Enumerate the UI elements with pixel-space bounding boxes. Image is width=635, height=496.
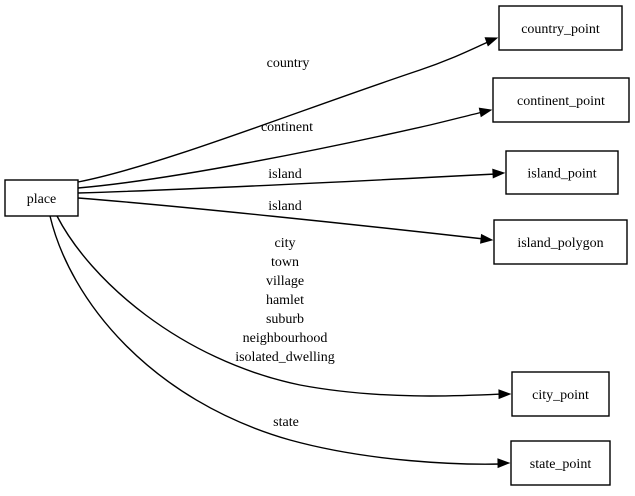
- edge-label: neighbourhood: [243, 331, 328, 346]
- edge-label-group-place-island_polygon: island: [268, 199, 301, 214]
- edge-line: [77, 197, 485, 240]
- edge-label: city: [275, 236, 296, 251]
- edge-line: [77, 173, 497, 194]
- arrowhead-icon: [497, 458, 511, 469]
- node-label: state_point: [530, 457, 592, 472]
- node-label: place: [27, 192, 57, 207]
- edge-label: country: [267, 56, 310, 71]
- edge-place-island_point[interactable]: [77, 168, 506, 194]
- node-island_point[interactable]: island_point: [505, 150, 619, 195]
- edge-line: [56, 215, 503, 397]
- edge-label-group-place-continent_point: continent: [261, 120, 313, 135]
- nodes-layer: place country_point continent_point island_…: [4, 5, 630, 486]
- node-box: [492, 77, 630, 123]
- edge-label: isolated_dwelling: [235, 350, 335, 365]
- edge-label: hamlet: [266, 293, 304, 308]
- edge-label: suburb: [266, 312, 304, 327]
- arrowhead-icon: [492, 168, 506, 179]
- node-country_point[interactable]: country_point: [498, 5, 623, 51]
- edges-layer: [49, 34, 512, 469]
- arrowhead-icon: [480, 233, 494, 244]
- edge-line: [49, 215, 502, 465]
- edge-place-island_polygon[interactable]: [77, 197, 494, 244]
- node-city_point[interactable]: city_point: [511, 371, 610, 417]
- edge-label: state: [273, 415, 299, 430]
- node-place[interactable]: place: [4, 179, 79, 217]
- arrowhead-icon: [498, 389, 512, 400]
- edge-label: town: [271, 255, 299, 270]
- edge-label: continent: [261, 120, 313, 135]
- node-label: island_polygon: [517, 236, 603, 251]
- node-continent_point[interactable]: continent_point: [492, 77, 630, 123]
- node-box: [498, 5, 623, 51]
- edge-place-city_point[interactable]: [56, 215, 512, 400]
- arrowhead-icon: [484, 37, 499, 47]
- edge-label-group-place-city_point: city town village hamlet suburb neighbourhood…: [235, 236, 335, 365]
- node-label: country_point: [521, 22, 600, 37]
- node-box: [511, 371, 610, 417]
- edge-label: village: [266, 274, 304, 289]
- node-box: [510, 440, 611, 486]
- node-label: continent_point: [517, 94, 605, 109]
- edge-place-state_point[interactable]: [49, 215, 511, 469]
- edge-place-country_point[interactable]: [77, 34, 499, 183]
- node-island_polygon[interactable]: island_polygon: [493, 219, 628, 265]
- node-box: [505, 150, 619, 195]
- edge-line: [77, 111, 484, 189]
- edge-label: island: [268, 167, 301, 182]
- node-label: island_point: [527, 167, 596, 182]
- edge-labels-layer: country continent island island city town vill…: [235, 56, 335, 430]
- node-box: [493, 219, 628, 265]
- arrowhead-icon: [478, 107, 493, 118]
- edge-line: [77, 41, 489, 183]
- node-state_point[interactable]: state_point: [510, 440, 611, 486]
- edge-label: island: [268, 199, 301, 214]
- edge-label-group-place-country_point: country: [267, 56, 310, 71]
- edge-place-continent_point[interactable]: [77, 106, 493, 189]
- node-box: [4, 179, 79, 217]
- edge-label-group-place-island_point: island: [268, 167, 301, 182]
- node-label: city_point: [532, 388, 589, 403]
- edge-label-group-place-state_point: state: [273, 415, 299, 430]
